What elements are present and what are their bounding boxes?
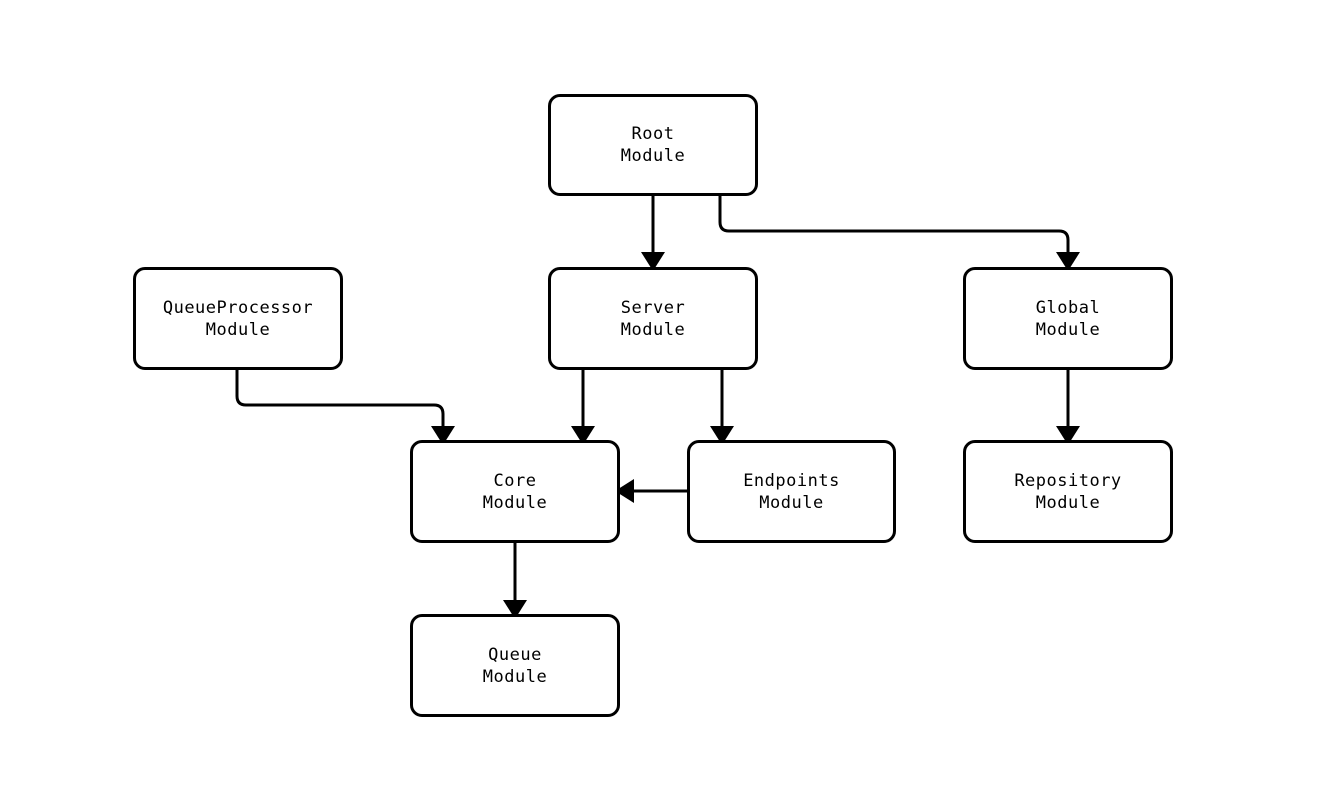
- node-label-secondary: Module: [482, 492, 548, 513]
- edge-queueprocessor-core: [235, 370, 455, 445]
- node-label-secondary: Module: [620, 319, 686, 340]
- node-label-secondary: Module: [620, 146, 686, 166]
- node-label-primary: Root: [631, 124, 675, 144]
- node-label-primary: Queue: [488, 644, 542, 665]
- node-label-secondary: Module: [1035, 319, 1101, 340]
- edge-server-endpoints: [710, 370, 734, 445]
- edge-root-global: [718, 196, 1080, 271]
- node-label-primary: Endpoints: [743, 470, 840, 491]
- node-label-primary: Repository: [1014, 470, 1122, 491]
- edge-endpoints-core: [615, 479, 687, 503]
- node-label-primary: QueueProcessor: [162, 297, 314, 318]
- edge-global-repository: [1056, 370, 1080, 445]
- node-label-secondary: Module: [759, 492, 824, 513]
- node-label-secondary: Module: [482, 666, 548, 687]
- edge-core-queue: [503, 543, 527, 619]
- node-label-primary: Global: [1035, 297, 1101, 318]
- node-label-secondary: Module: [1035, 492, 1101, 513]
- node-label-secondary: Module: [205, 319, 271, 340]
- edge-server-core: [571, 370, 595, 445]
- node-label-primary: Core: [493, 470, 537, 491]
- edge-root-server: [641, 196, 665, 271]
- node-label-primary: Server: [620, 297, 686, 318]
